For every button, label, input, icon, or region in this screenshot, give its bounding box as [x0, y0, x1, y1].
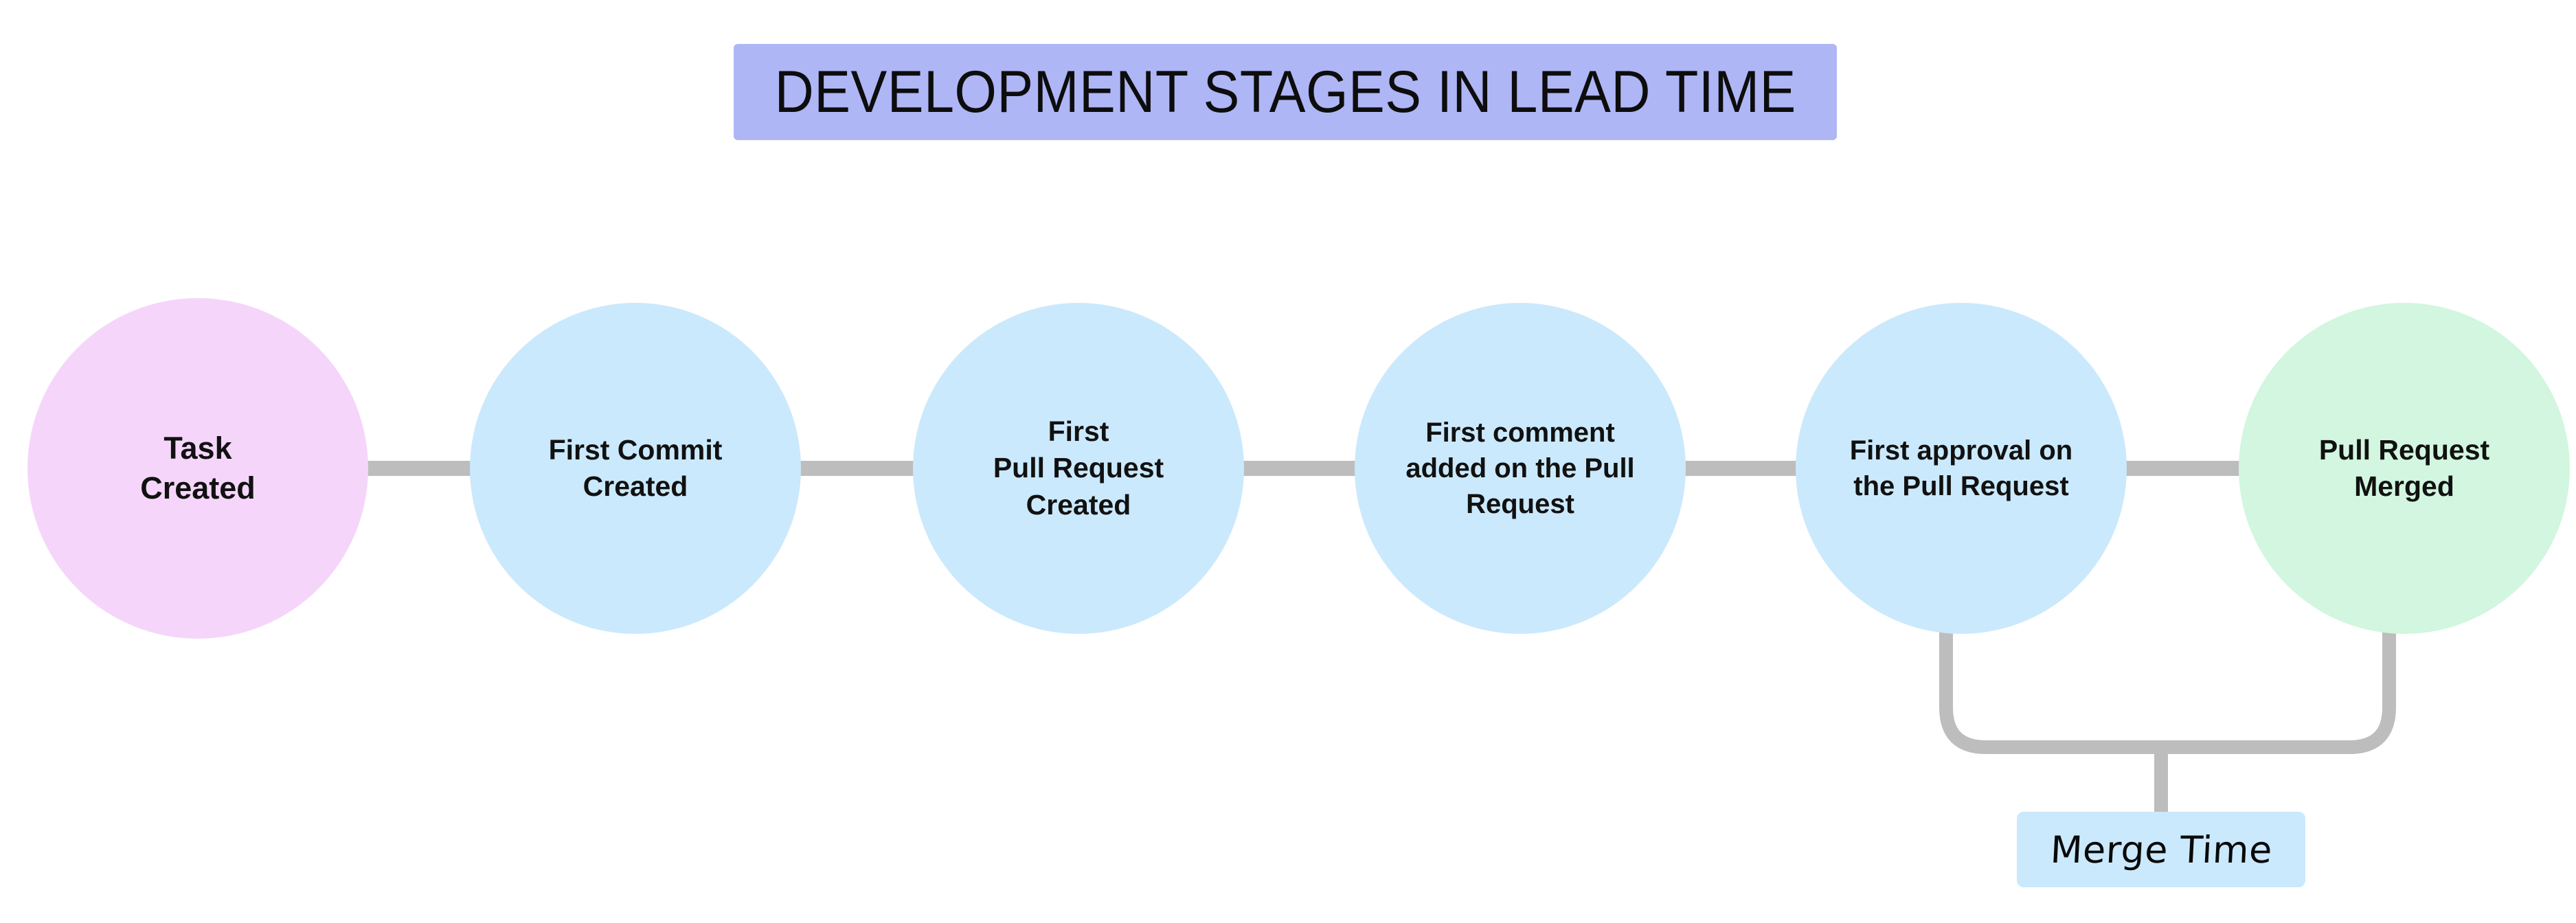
merge-time-annotation[interactable]: Merge Time	[2017, 812, 2305, 887]
node-label-first-comment-on-pull-request: First comment added on the Pull Request	[1405, 418, 1635, 519]
node-label-task-created: Task Created	[140, 430, 256, 506]
diagram-title-banner: DEVELOPMENT STAGES IN LEAD TIME	[734, 44, 1837, 140]
node-label-first-approval-on-pull-request: First approval on the Pull Request	[1849, 435, 2073, 501]
node-task-created[interactable]: Task Created	[27, 298, 368, 639]
node-first-pull-request-created[interactable]: First Pull Request Created	[913, 303, 1244, 634]
merge-time-bracket	[1939, 626, 2396, 754]
node-first-commit-created[interactable]: First Commit Created	[470, 303, 801, 634]
node-pull-request-merged[interactable]: Pull Request Merged	[2239, 303, 2570, 634]
node-first-approval-on-pull-request[interactable]: First approval on the Pull Request	[1796, 303, 2127, 634]
node-label-first-pull-request-created: First Pull Request Created	[993, 415, 1164, 521]
node-label-pull-request-merged: Pull Request Merged	[2318, 433, 2490, 502]
page-title: DEVELOPMENT STAGES IN LEAD TIME	[774, 58, 1796, 125]
merge-time-label: Merge Time	[2048, 828, 2274, 871]
node-first-comment-on-pull-request[interactable]: First comment added on the Pull Request	[1355, 303, 1686, 634]
node-label-first-commit-created: First Commit Created	[548, 433, 723, 502]
